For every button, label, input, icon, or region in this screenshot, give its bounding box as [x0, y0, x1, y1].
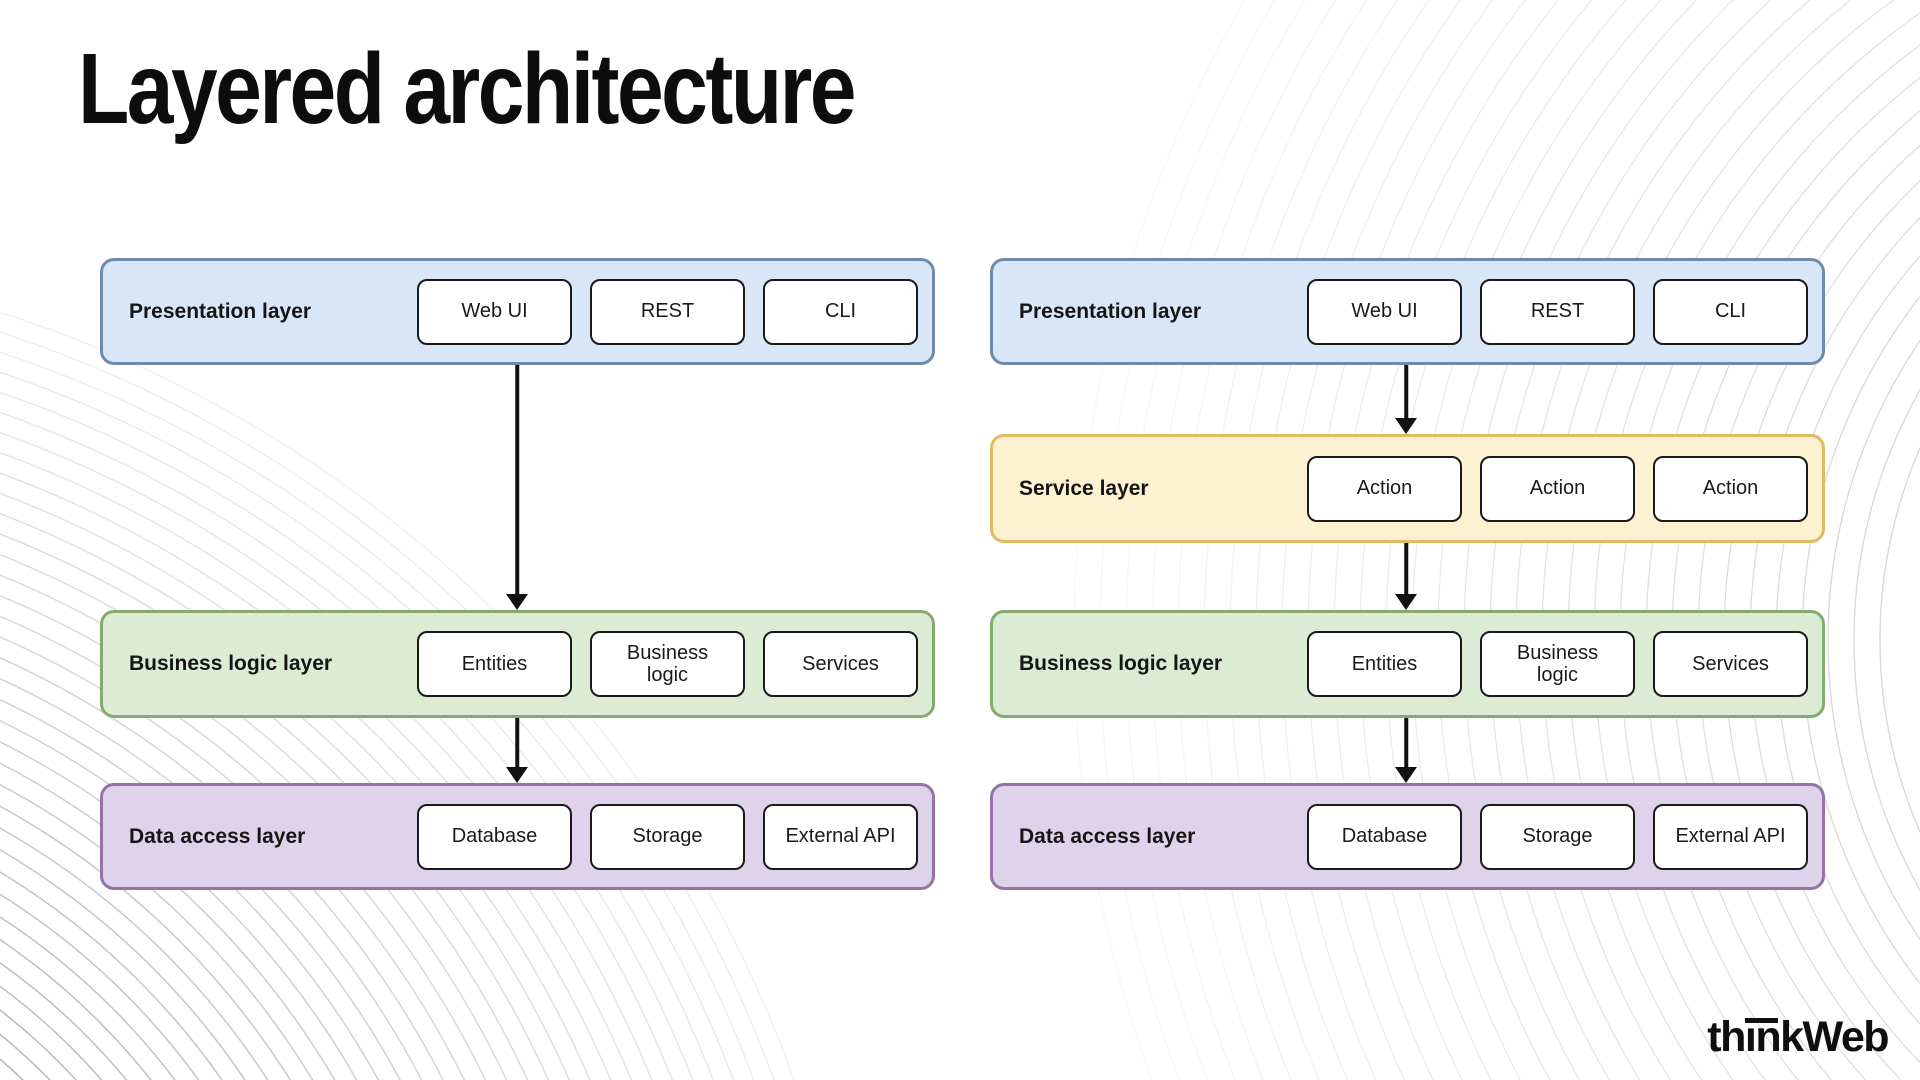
- component-box: Storage: [590, 803, 745, 870]
- layer-label: Presentation layer: [1019, 299, 1202, 323]
- component-boxes: Entities Business logic Services: [417, 631, 918, 697]
- arrow-down-icon: [1394, 365, 1418, 434]
- component-box: Action: [1480, 455, 1635, 522]
- page-title: Layered architecture: [78, 33, 857, 145]
- layer-data-access: Data access layer Database Storage Exter…: [990, 783, 1825, 890]
- component-box: Storage: [1480, 803, 1635, 870]
- component-box: Database: [417, 803, 572, 870]
- layer-presentation: Presentation layer Web UI REST CLI: [100, 258, 935, 365]
- component-box: Business logic: [1480, 631, 1635, 697]
- layer-label: Presentation layer: [129, 299, 312, 323]
- component-box: Web UI: [417, 278, 572, 345]
- layer-service: Service layer Action Action Action: [990, 434, 1825, 543]
- logo-macron-segment: ın: [1744, 1013, 1782, 1061]
- layer-label: Service layer: [1019, 476, 1149, 500]
- layer-label: Business logic layer: [129, 652, 333, 675]
- layer-label: Data access layer: [129, 824, 306, 848]
- component-box: REST: [590, 278, 745, 345]
- diagram-four-layer: Presentation layer Web UI REST CLI Servi…: [990, 258, 1825, 890]
- component-boxes: Web UI REST CLI: [1307, 278, 1808, 345]
- component-boxes: Entities Business logic Services: [1307, 631, 1808, 697]
- component-boxes: Database Storage External API: [417, 803, 918, 870]
- component-boxes: Database Storage External API: [1307, 803, 1808, 870]
- component-box: Services: [763, 631, 918, 697]
- logo-text-post: kWeb: [1780, 1013, 1889, 1061]
- layer-presentation: Presentation layer Web UI REST CLI: [990, 258, 1825, 365]
- arrow-down-icon: [505, 365, 529, 610]
- component-box: Services: [1653, 631, 1808, 697]
- diagram-three-layer: Presentation layer Web UI REST CLI Busin…: [100, 258, 935, 890]
- layer-label: Data access layer: [1019, 824, 1196, 848]
- brand-logo: thınkWeb: [1707, 1013, 1889, 1062]
- component-boxes: Web UI REST CLI: [417, 278, 918, 345]
- component-box: Action: [1653, 455, 1808, 522]
- arrow-down-icon: [1394, 718, 1418, 783]
- component-box: CLI: [1653, 278, 1808, 345]
- layer-business-logic: Business logic layer Entities Business l…: [990, 610, 1825, 718]
- layer-label: Business logic layer: [1019, 652, 1223, 675]
- component-box: External API: [763, 803, 918, 870]
- component-box: Business logic: [590, 631, 745, 697]
- layer-data-access: Data access layer Database Storage Exter…: [100, 783, 935, 890]
- arrow-down-icon: [505, 718, 529, 783]
- component-box: External API: [1653, 803, 1808, 870]
- component-box: Action: [1307, 455, 1462, 522]
- component-box: Web UI: [1307, 278, 1462, 345]
- component-boxes: Action Action Action: [1307, 455, 1808, 522]
- component-box: Entities: [1307, 631, 1462, 697]
- component-box: CLI: [763, 278, 918, 345]
- arrow-down-icon: [1394, 543, 1418, 610]
- logo-text-pre: th: [1707, 1013, 1746, 1061]
- component-box: Database: [1307, 803, 1462, 870]
- component-box: Entities: [417, 631, 572, 697]
- component-box: REST: [1480, 278, 1635, 345]
- layer-business-logic: Business logic layer Entities Business l…: [100, 610, 935, 718]
